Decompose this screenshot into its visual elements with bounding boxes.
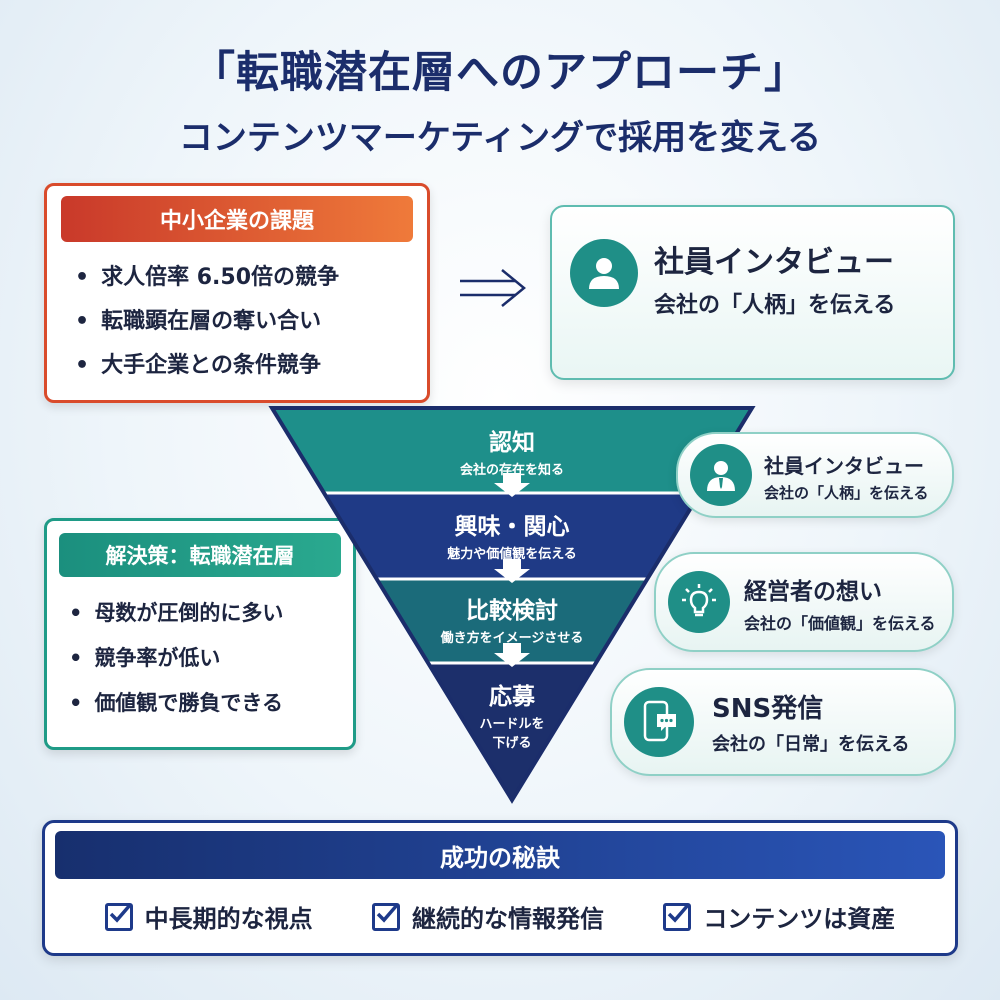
solution-box: 解決策：転職潜在層 母数が圧倒的に多い 競争率が低い 価値観で勝負できる	[44, 518, 356, 750]
funnel-stage-awareness-text: 認知 会社の存在を知る	[459, 430, 564, 478]
card-employee-interview: 社員インタビュー 会社の「人柄」を伝える	[676, 432, 954, 518]
list-item: 母数が圧倒的に多い	[69, 591, 353, 636]
employee-icon	[690, 444, 752, 506]
list-item: 価値観で勝負できる	[69, 681, 353, 726]
success-header: 成功の秘訣	[55, 831, 945, 879]
funnel-stage-consideration-text: 比較検討 働き方をイメージさせる	[440, 598, 584, 646]
checkbox-icon	[371, 902, 400, 931]
smartphone-chat-icon	[624, 687, 694, 757]
card-sns: SNS発信 会社の「日常」を伝える	[610, 668, 956, 776]
funnel-stage-interest-text: 興味・関心 魅力や価値観を伝える	[447, 514, 577, 562]
feature-card-title: 社員インタビュー	[654, 245, 894, 280]
funnel-stage-application-text: 応募 ハードルを 下げる	[479, 684, 545, 751]
problem-box: 中小企業の課題 求人倍率 6.50倍の競争 転職顕在層の奪い合い 大手企業との条…	[44, 183, 430, 403]
solution-list: 母数が圧倒的に多い 競争率が低い 価値観で勝負できる	[47, 591, 353, 726]
solution-header: 解決策：転職潜在層	[59, 533, 341, 577]
checkbox-icon	[104, 902, 133, 931]
success-item: 継続的な情報発信	[371, 899, 604, 934]
feature-card-desc: 会社の「人柄」を伝える	[654, 293, 896, 318]
problem-list: 求人倍率 6.50倍の競争 転職顕在層の奪い合い 大手企業との条件競争	[47, 256, 427, 388]
right-arrow-icon	[460, 269, 526, 307]
list-item: 求人倍率 6.50倍の競争	[75, 256, 427, 300]
page-title: 「転職潜在層へのアプローチ」	[192, 48, 808, 98]
success-item: 中長期的な視点	[104, 899, 313, 934]
page-subtitle: コンテンツマーケティングで採用を変える	[178, 118, 822, 158]
checkbox-icon	[663, 902, 692, 931]
lightbulb-icon	[668, 571, 730, 633]
card-ceo-message: 経営者の想い 会社の「価値観」を伝える	[654, 552, 954, 652]
problem-header: 中小企業の課題	[61, 196, 413, 242]
list-item: 転職顕在層の奪い合い	[75, 300, 427, 344]
success-item: コンテンツは資産	[663, 899, 895, 934]
person-icon	[570, 239, 638, 307]
list-item: 大手企業との条件競争	[75, 344, 427, 388]
feature-card: 社員インタビュー 会社の「人柄」を伝える	[550, 205, 955, 380]
list-item: 競争率が低い	[69, 636, 353, 681]
down-arrow-icon	[494, 473, 530, 667]
success-box: 成功の秘訣 中長期的な視点 継続的な情報発信 コンテンツは資産	[42, 820, 958, 956]
